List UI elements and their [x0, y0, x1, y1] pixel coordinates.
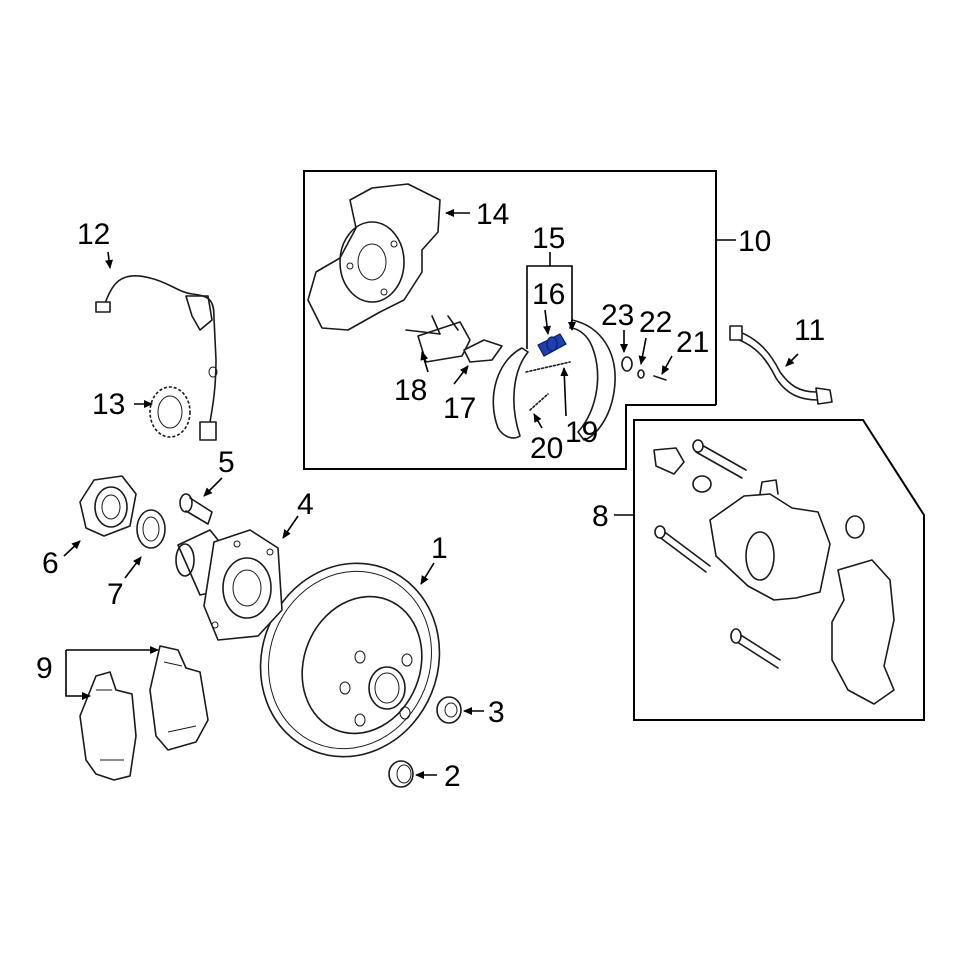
callout-5: 5 [218, 446, 235, 479]
callout-20: 20 [530, 432, 563, 465]
anchor-bracket-part[interactable] [405, 315, 471, 363]
leader-lines [63, 209, 799, 779]
parking-brake-lever-part[interactable] [463, 339, 503, 363]
callout-15: 15 [532, 222, 565, 255]
callout-10: 10 [738, 225, 771, 258]
caliper-bolt-upper-part[interactable] [692, 439, 747, 479]
abs-tone-ring-part[interactable] [149, 386, 191, 438]
seal-ring-part[interactable] [136, 509, 166, 549]
return-spring-20-part[interactable] [529, 393, 549, 411]
brake-adjuster-part-highlighted[interactable] [537, 333, 567, 357]
callout-labels: 1 2 3 4 5 6 7 8 9 10 11 12 13 14 15 16 1… [36, 198, 825, 793]
caliper-bleeder-screw-part[interactable] [692, 475, 712, 493]
callout-16: 16 [532, 278, 565, 311]
hub-bolt-part[interactable] [179, 493, 213, 525]
callout-4: 4 [297, 488, 314, 521]
caliper-boot-part[interactable] [845, 515, 865, 539]
backing-plate-part[interactable] [307, 183, 441, 331]
caliper-lower-bolt-part[interactable] [730, 628, 781, 669]
callout-7: 7 [107, 578, 124, 611]
return-spring-19-part[interactable] [525, 361, 571, 373]
callout-23: 23 [601, 299, 634, 332]
callout-18: 18 [394, 374, 427, 407]
callout-13: 13 [92, 388, 125, 421]
brake-shoe-right-part[interactable] [569, 319, 616, 441]
rear-drum-brake-group-box [303, 170, 717, 470]
callout-21: 21 [676, 326, 709, 359]
callout-17: 17 [443, 392, 476, 425]
callout-2: 2 [444, 760, 461, 793]
callout-12: 12 [77, 218, 110, 251]
caliper-bracket-part[interactable] [831, 559, 895, 705]
callout-22: 22 [639, 306, 672, 339]
hold-down-spring-23-part[interactable] [621, 356, 633, 372]
wheel-bearing-part[interactable] [79, 475, 137, 537]
wheel-hub-part[interactable] [175, 529, 283, 641]
hold-down-pin-21-part[interactable] [653, 375, 667, 381]
callout-6: 6 [42, 547, 59, 580]
caliper-bleeder-cap-part[interactable] [653, 447, 685, 475]
brake-pad-right-part[interactable] [149, 645, 209, 751]
brake-hose-part[interactable] [729, 325, 833, 405]
caliper-group-box [633, 419, 925, 721]
callout-8: 8 [592, 500, 609, 533]
abs-sensor-wire-part[interactable] [95, 274, 218, 441]
brake-rotor-part[interactable] [232, 536, 469, 784]
washer-part[interactable] [436, 696, 462, 724]
retainer-clip-22-part[interactable] [637, 369, 645, 379]
brake-pad-left-part[interactable] [79, 671, 137, 781]
lug-nut-part[interactable] [388, 760, 414, 788]
brake-shoe-left-part[interactable] [492, 347, 529, 439]
callout-14: 14 [476, 198, 509, 231]
callout-1: 1 [431, 532, 448, 565]
callout-3: 3 [488, 696, 505, 729]
callout-11: 11 [794, 314, 825, 347]
callout-9: 9 [36, 652, 53, 685]
caliper-housing-part[interactable] [709, 479, 831, 601]
callout-19: 19 [565, 416, 598, 449]
caliper-guide-bolt-part[interactable] [654, 525, 711, 573]
